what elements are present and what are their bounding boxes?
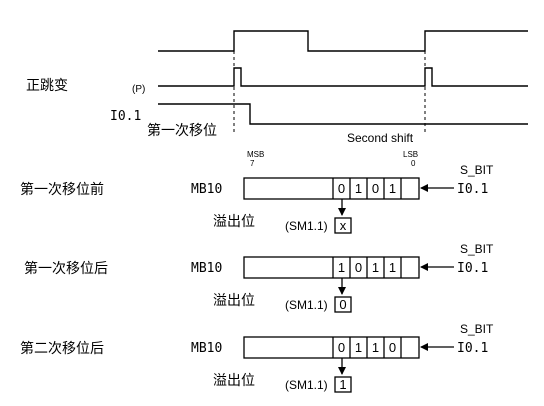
overflow-label: 溢出位 xyxy=(213,214,255,230)
overflow-box xyxy=(334,217,352,234)
msb-index: 7 xyxy=(250,159,255,168)
register-name: MB10 xyxy=(191,261,222,276)
s-bit-label: S_BIT xyxy=(460,242,494,256)
stage-label: 第二次移位后 xyxy=(20,340,104,357)
bit-value: 0 xyxy=(338,340,345,355)
bit-value: 1 xyxy=(338,260,345,275)
bit-value: 1 xyxy=(355,340,362,355)
bit-value: 0 xyxy=(355,260,362,275)
register-name: MB10 xyxy=(191,182,222,197)
lsb-label: LSB xyxy=(403,150,418,159)
first-shift-label: 第一次移位 xyxy=(147,122,217,139)
register-box xyxy=(243,177,420,200)
overflow-label: 溢出位 xyxy=(213,373,255,389)
stage-label: 第一次移位前 xyxy=(20,181,104,198)
bit-value: 1 xyxy=(372,340,379,355)
input-label: I0.1 xyxy=(110,109,141,124)
overflow-value: x xyxy=(340,218,347,233)
bit-value: 0 xyxy=(372,181,379,196)
overflow-box xyxy=(334,296,352,313)
overflow-address: (SM1.1) xyxy=(285,378,328,392)
rising-edge-waveform xyxy=(158,67,528,87)
p-label: (P) xyxy=(132,84,145,95)
register-box xyxy=(243,336,420,359)
s-bit-label: S_BIT xyxy=(460,322,494,336)
input-label: I0.1 xyxy=(457,182,488,197)
input-label: I0.1 xyxy=(457,341,488,356)
timing-diagram: 正跳变 (P) I0.1 第一次移位 Second shift xyxy=(26,30,528,145)
register-name: MB10 xyxy=(191,341,222,356)
second-shift-label: Second shift xyxy=(347,131,414,145)
bit-value: 1 xyxy=(389,181,396,196)
stage-label: 第一次移位后 xyxy=(24,260,108,277)
overflow-value: 1 xyxy=(339,377,346,392)
register-box xyxy=(243,256,420,279)
bit-value: 0 xyxy=(389,340,396,355)
overflow-address: (SM1.1) xyxy=(285,219,328,233)
overflow-address: (SM1.1) xyxy=(285,298,328,312)
rising-edge-label: 正跳变 xyxy=(26,78,68,94)
data-waveform xyxy=(158,103,528,125)
lsb-index: 0 xyxy=(411,159,416,168)
s-bit-label: S_BIT xyxy=(460,163,494,177)
bit-value: 0 xyxy=(338,181,345,196)
msb-label: MSB xyxy=(247,150,264,159)
bit-order-markers: MSB 7 LSB 0 xyxy=(247,150,418,168)
input-label: I0.1 xyxy=(457,261,488,276)
overflow-value: 0 xyxy=(339,297,346,312)
overflow-label: 溢出位 xyxy=(213,293,255,309)
input-waveform xyxy=(158,30,528,52)
overflow-box xyxy=(334,376,352,393)
bit-value: 1 xyxy=(389,260,396,275)
bit-value: 1 xyxy=(355,181,362,196)
bit-value: 1 xyxy=(372,260,379,275)
